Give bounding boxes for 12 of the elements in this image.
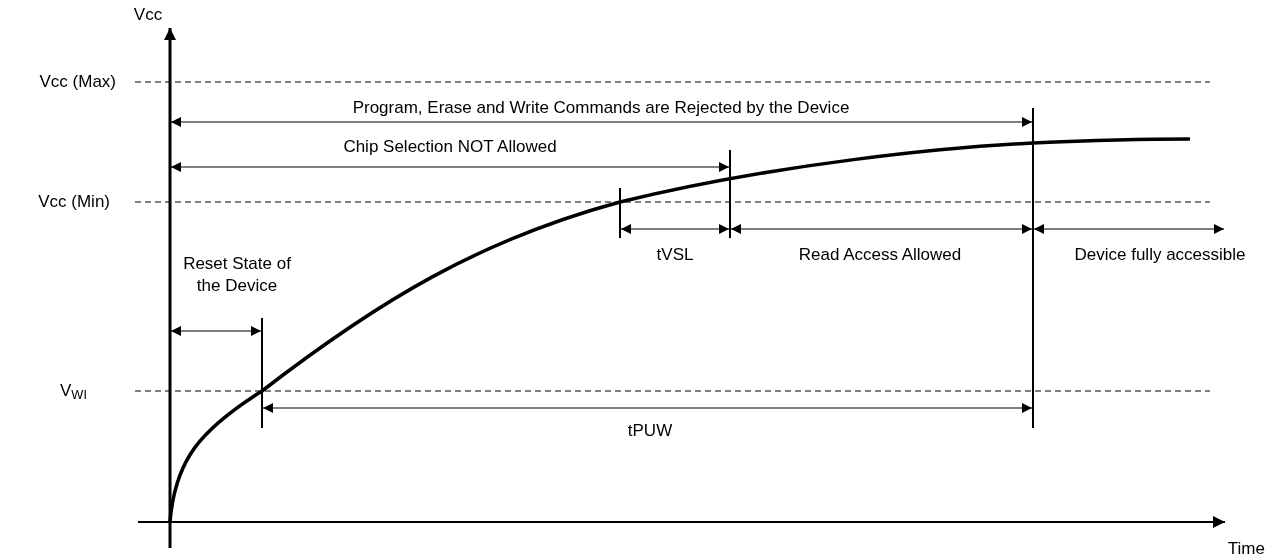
axis-label: tPUW: [627, 420, 673, 442]
axis-label: Vcc (Max): [39, 71, 116, 93]
axis-label: Time: [1227, 538, 1265, 560]
axis-label: V$_{WI}$: [60, 380, 87, 402]
axis-label: Program, Erase and Write Commands are Rejected by the Device: [352, 97, 850, 119]
axis-label: Vcc (Min): [38, 191, 110, 213]
axis-label: tVSL: [656, 244, 694, 266]
axis-label: Vcc: [133, 4, 163, 26]
axis-label: Chip Selection NOT Allowed: [343, 136, 557, 158]
axis-label: Reset State of the Device: [182, 253, 292, 297]
axis-label: Read Access Allowed: [798, 244, 962, 266]
axis-label: Device fully accessible: [1074, 244, 1246, 266]
